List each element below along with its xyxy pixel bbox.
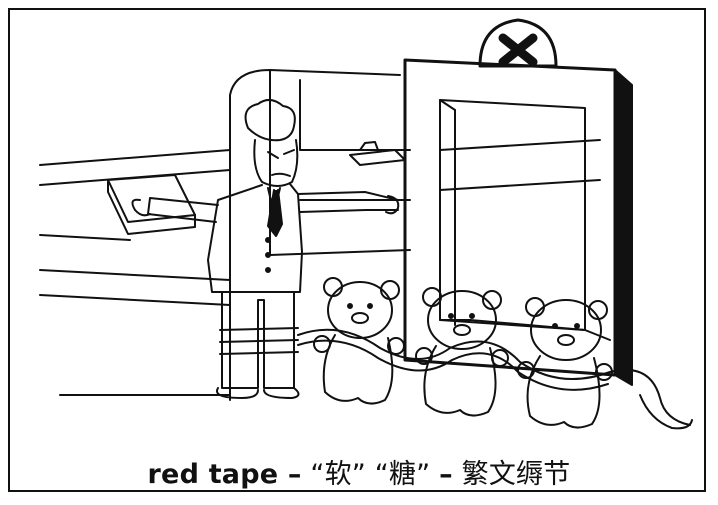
red-tape [219,327,693,430]
x-mark-icon [478,18,558,68]
caption-dash: – [439,459,453,490]
door-frame [403,58,633,386]
caption-quoted-soft: “软” [310,459,366,490]
cartoon-frame [8,8,706,492]
gummy-bear-3 [517,297,613,429]
briefcase [349,141,406,166]
caption-quoted-candy: “糖” [374,459,431,490]
document [107,174,196,235]
gummy-bear-2 [415,287,509,417]
caption: red tape – “软” “糖” – 繁文缛节 [0,452,718,491]
caption-english: red tape – [147,459,302,490]
bureaucrat [131,99,400,399]
gummy-bear-1 [313,277,405,405]
caption-chinese: 繁文缛节 [461,459,571,490]
machine-counter [39,69,601,401]
